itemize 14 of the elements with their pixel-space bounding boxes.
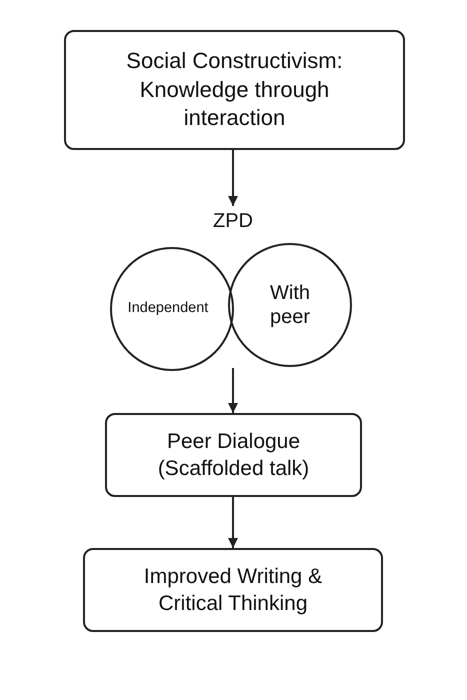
process-box: [83, 548, 383, 632]
node-text: Independent: [128, 300, 208, 318]
node-text: With peer: [268, 281, 312, 329]
arrow: [228, 150, 238, 206]
venn-circle: [228, 243, 352, 367]
arrow: [228, 368, 238, 413]
venn-circle: [110, 247, 234, 371]
zone-label: ZPD: [213, 209, 253, 233]
process-box: [64, 30, 405, 150]
arrow: [228, 497, 238, 548]
node-text: Peer Dialogue (Scaffolded talk): [156, 428, 310, 482]
node-text: Social Constructivism: Knowledge through interaction: [125, 47, 344, 132]
node-text: Improved Writing & Critical Thinking: [142, 564, 324, 617]
process-box: [105, 413, 362, 497]
